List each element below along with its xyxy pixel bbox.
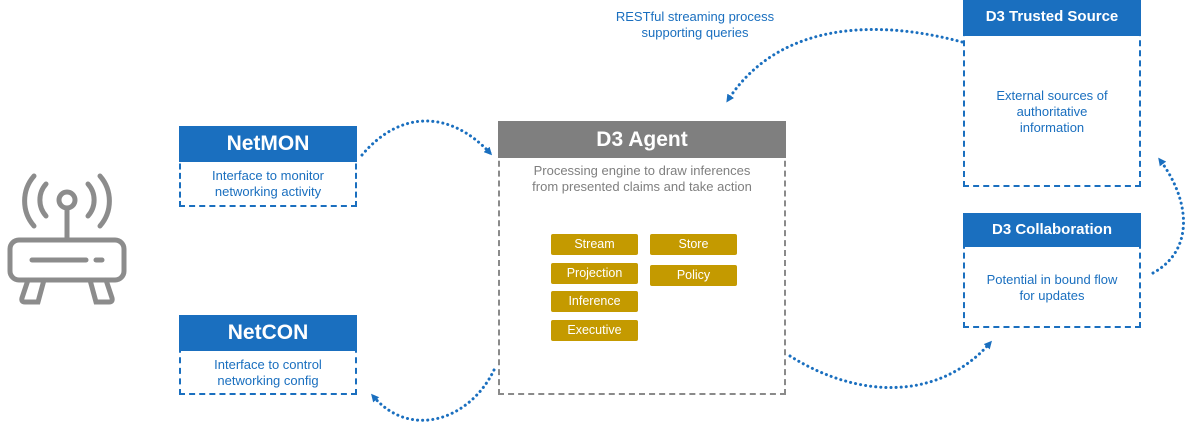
module-inference: Inference — [551, 291, 638, 312]
rest-label-line1: RESTful streaming process — [615, 9, 775, 24]
netmon-box: NetMON Interface to monitor networking a… — [179, 126, 357, 207]
rest-label-line2: supporting queries — [641, 25, 749, 40]
netcon-desc-line2: networking config — [217, 373, 319, 388]
arrow-agent-to-collab — [788, 340, 992, 389]
agent-title: D3 Agent — [498, 121, 786, 158]
netcon-box: NetCON Interface to control networking c… — [179, 315, 357, 395]
netmon-title: NetMON — [179, 126, 357, 162]
arrow-trusted-to-agent — [726, 27, 964, 103]
agent-box: D3 Agent Processing engine to draw infer… — [498, 121, 786, 395]
trusted-source-box: D3 Trusted Source External sources of au… — [963, 0, 1141, 187]
agent-description: Processing engine to draw inferences fro… — [500, 163, 784, 195]
collaboration-description: Potential in bound flow for updates — [965, 272, 1139, 304]
collaboration-title: D3 Collaboration — [963, 213, 1141, 247]
netcon-title: NetCON — [179, 315, 357, 351]
netmon-desc-line2: networking activity — [214, 184, 322, 199]
arrow-agent-to-netcon — [371, 368, 496, 422]
rest-annotation: RESTful streaming process supporting que… — [590, 9, 800, 41]
arrow-netmon-to-agent — [360, 119, 493, 157]
collaboration-box: D3 Collaboration Potential in bound flow… — [963, 213, 1141, 328]
collab-desc-line2: for updates — [1019, 288, 1085, 303]
trusted-source-title: D3 Trusted Source — [963, 0, 1141, 36]
module-executive: Executive — [551, 320, 638, 341]
netcon-description: Interface to control networking config — [181, 357, 355, 389]
module-stream: Stream — [551, 234, 638, 255]
netmon-description: Interface to monitor networking activity — [181, 168, 355, 200]
trusted-desc-line1: External sources of — [996, 88, 1108, 103]
arrow-collab-to-trusted — [1151, 157, 1185, 275]
module-policy: Policy — [650, 265, 737, 286]
netcon-desc-line1: Interface to control — [214, 357, 322, 372]
module-projection: Projection — [551, 263, 638, 284]
agent-desc-line2: from presented claims and take action — [532, 179, 752, 194]
trusted-desc-line3: information — [1019, 120, 1085, 135]
trusted-source-description: External sources of authoritative inform… — [965, 88, 1139, 136]
module-store: Store — [650, 234, 737, 255]
netmon-desc-line1: Interface to monitor — [212, 168, 324, 183]
collab-desc-line1: Potential in bound flow — [986, 272, 1118, 287]
router-icon — [7, 173, 127, 305]
agent-desc-line1: Processing engine to draw inferences — [533, 163, 751, 178]
trusted-desc-line2: authoritative — [1016, 104, 1088, 119]
